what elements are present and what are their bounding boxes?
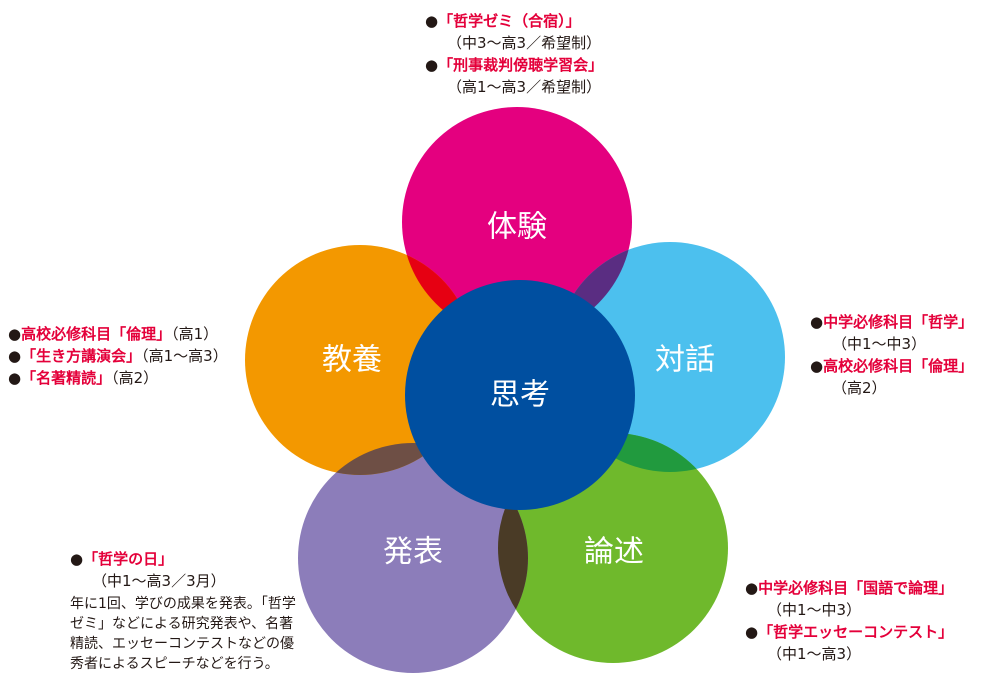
- label-thinking: 思考: [490, 378, 550, 413]
- note-item: ●高校必修科目「倫理」: [810, 357, 974, 375]
- notes-dialogue: ●中学必修科目「哲学」 （中1〜中3） ●高校必修科目「倫理」 （高2）: [810, 311, 973, 399]
- note-item: ●「生き方講演会」（高1〜高3）: [8, 347, 228, 365]
- note-detail: （高2）: [832, 379, 887, 397]
- note-detail: （中1〜高3／3月）: [92, 572, 226, 590]
- note-detail: （中1〜中3）: [767, 601, 862, 619]
- note-detail: （高1）: [171, 325, 219, 343]
- note-title: 中学必修科目「国語で論理」: [758, 579, 954, 597]
- note-detail: （中1〜中3）: [832, 335, 927, 353]
- label-dialogue: 対話: [655, 343, 715, 378]
- note-title: 高校必修科目「倫理」: [823, 357, 974, 375]
- note-title: 高校必修科目「倫理」: [21, 325, 172, 343]
- note-title: 中学必修科目「哲学」: [823, 313, 974, 331]
- note-detail: （高1〜高3／希望制）: [447, 78, 602, 96]
- note-detail: （中1〜高3）: [767, 645, 862, 663]
- circle-thinking: [405, 280, 635, 510]
- note-item: ●「刑事裁判傍聴学習会」: [425, 56, 604, 74]
- note-item: ●「哲学の日」: [70, 550, 174, 568]
- note-title: 「生き方講演会」: [21, 347, 142, 365]
- label-experience: 体験: [487, 210, 547, 245]
- label-culture: 教養: [322, 343, 382, 378]
- note-detail: （高1〜高3）: [141, 347, 228, 365]
- note-title: 「哲学ゼミ（合宿）」: [438, 12, 581, 30]
- note-title: 「哲学の日」: [83, 550, 174, 568]
- label-presentation: 発表: [383, 535, 443, 570]
- circle-experience: [402, 107, 632, 337]
- note-detail: （高2）: [111, 369, 159, 387]
- notes-essay: ●中学必修科目「国語で論理」 （中1〜中3） ●「哲学エッセーコンテスト」 （中…: [745, 577, 953, 665]
- note-description: 年に1回、学びの成果を発表。「哲学ゼミ」などによる研究発表や、名著精読、エッセー…: [70, 596, 296, 672]
- notes-experience: ●「哲学ゼミ（合宿）」 （中3〜高3／希望制） ●「刑事裁判傍聴学習会」 （高1…: [425, 10, 603, 98]
- note-item: ●「哲学ゼミ（合宿）」: [425, 12, 581, 30]
- note-detail: （中3〜高3／希望制）: [447, 34, 602, 52]
- note-title: 「哲学エッセーコンテスト」: [758, 623, 954, 641]
- note-title: 「名著精読」: [21, 369, 112, 387]
- note-item: ●「名著精読」（高2）: [8, 369, 159, 387]
- notes-presentation: ●「哲学の日」 （中1〜高3／3月） 年に1回、学びの成果を発表。「哲学ゼミ」な…: [70, 548, 305, 674]
- note-title: 「刑事裁判傍聴学習会」: [438, 56, 604, 74]
- notes-culture: ●高校必修科目「倫理」（高1） ●「生き方講演会」（高1〜高3） ●「名著精読」…: [8, 323, 228, 389]
- note-item: ●中学必修科目「哲学」: [810, 313, 974, 331]
- note-item: ●「哲学エッセーコンテスト」: [745, 623, 954, 641]
- label-essay: 論述: [584, 535, 644, 570]
- note-item: ●中学必修科目「国語で論理」: [745, 579, 954, 597]
- circle-presentation: [298, 443, 528, 673]
- note-item: ●高校必修科目「倫理」（高1）: [8, 325, 219, 343]
